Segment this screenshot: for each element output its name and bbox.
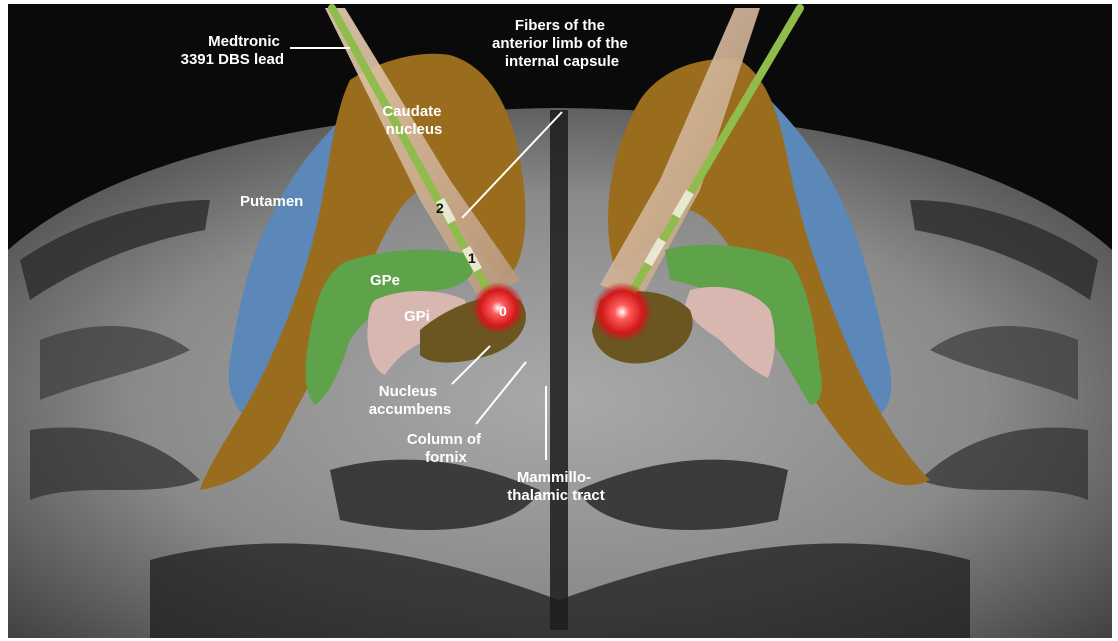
left-active-contact-glow: [472, 282, 524, 334]
contact-1: 1: [468, 250, 476, 266]
contact-0: 0: [499, 303, 507, 319]
label-gpe: GPe: [370, 272, 400, 289]
label-mammillo: Mammillo- thalamic tract: [507, 469, 605, 504]
label-accumbens: Nucleus accumbens: [369, 383, 452, 418]
label-caudate: Caudate nucleus: [382, 103, 445, 138]
label-putamen: Putamen: [240, 193, 303, 210]
right-active-contact-glow: [592, 282, 652, 342]
mri-slice: [8, 108, 1112, 638]
label-gpi: GPi: [404, 308, 430, 325]
contact-2: 2: [436, 200, 444, 216]
